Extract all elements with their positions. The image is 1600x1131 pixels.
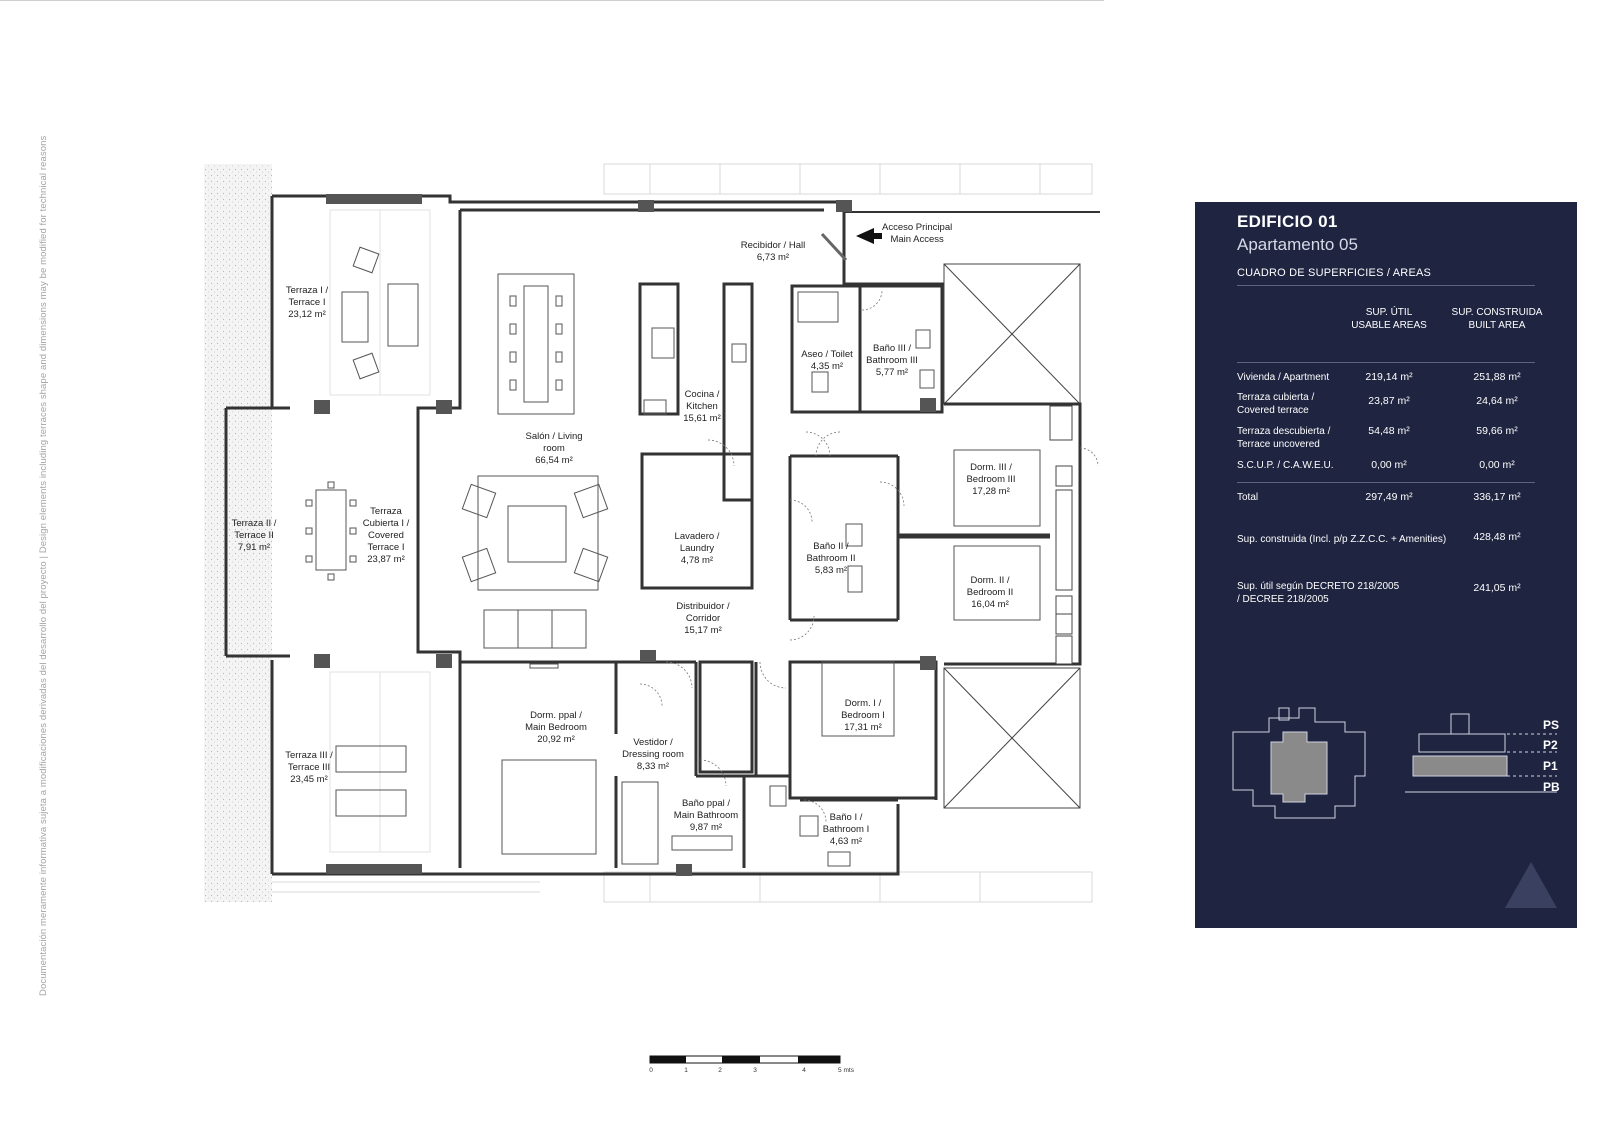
level-p1: P1: [1543, 759, 1558, 773]
scale-tick-0: 0: [649, 1067, 653, 1074]
scale-tick-3: 3: [753, 1067, 757, 1074]
built-incl-value: 428,48 m²: [1473, 531, 1521, 543]
row-covered-usable: 23,87 m²: [1368, 395, 1410, 407]
divider: [1237, 362, 1535, 363]
row-covered-built: 24,64 m²: [1476, 395, 1518, 407]
table-title: CUADRO DE SUPERFICIES / AREAS: [1237, 267, 1432, 279]
section-keyplan: [1405, 713, 1557, 793]
terrace-floor: [329, 209, 431, 853]
row-total-usable: 297,49 m²: [1365, 491, 1413, 503]
scale-tick-1: 1: [684, 1067, 688, 1074]
row-uncovered-label: Terraza descubierta /Terrace uncovered: [1237, 426, 1331, 450]
apartment-title: Apartamento 05: [1237, 235, 1358, 254]
building-title: EDIFICIO 01: [1237, 212, 1338, 231]
areas-panel: EDIFICIO 01 Apartamento 05 CUADRO DE SUP…: [1195, 202, 1577, 928]
door-swings: [639, 289, 1099, 823]
row-uncovered-usable: 54,48 m²: [1368, 425, 1410, 437]
void-courtyards: [943, 263, 1081, 809]
walls: [224, 194, 1100, 876]
wall-blocks: [314, 194, 936, 876]
row-apartment-built: 251,88 m²: [1473, 371, 1521, 383]
scale-tick-2: 2: [718, 1067, 722, 1074]
scale-tick-4: 4: [802, 1067, 806, 1074]
row-apartment-label: Vivienda / Apartment: [1237, 372, 1330, 383]
divider: [1237, 285, 1535, 286]
built-incl-label: Sup. construida (Incl. p/p Z.Z.C.C. + Am…: [1237, 534, 1447, 545]
key-plan: [1232, 707, 1557, 908]
building-logo-icon: [1505, 862, 1557, 908]
row-scup-label: S.C.U.P. / C.A.W.E.U.: [1237, 460, 1334, 471]
row-scup-usable: 0,00 m²: [1371, 459, 1407, 471]
decree-label: Sup. útil según DECRETO 218/2005/ DECREE…: [1237, 581, 1400, 605]
furniture: [305, 246, 1041, 867]
top-rule: [0, 0, 1104, 1]
row-apartment-usable: 219,14 m²: [1365, 371, 1413, 383]
decree-value: 241,05 m²: [1473, 582, 1521, 594]
scale-tick-5: 5 mts: [838, 1067, 854, 1074]
right-windows: [1049, 405, 1073, 665]
row-total-label: Total: [1237, 492, 1259, 503]
level-ps: PS: [1543, 718, 1560, 732]
row-covered-label: Terraza cubierta /Covered terrace: [1237, 392, 1315, 416]
scale-bar-icon: [649, 1055, 841, 1064]
row-scup-built: 0,00 m²: [1479, 459, 1515, 471]
level-p2: P2: [1543, 738, 1558, 752]
apartment-highlight: [1270, 731, 1328, 803]
neighbour-outlines: [272, 163, 1093, 903]
gravel-strip: [204, 164, 272, 902]
access-arrow-icon: [820, 228, 882, 262]
divider: [1237, 482, 1535, 483]
row-uncovered-built: 59,66 m²: [1476, 425, 1518, 437]
level-pb: PB: [1543, 780, 1560, 794]
site-keyplan: [1232, 707, 1366, 819]
row-total-built: 336,17 m²: [1473, 491, 1521, 503]
